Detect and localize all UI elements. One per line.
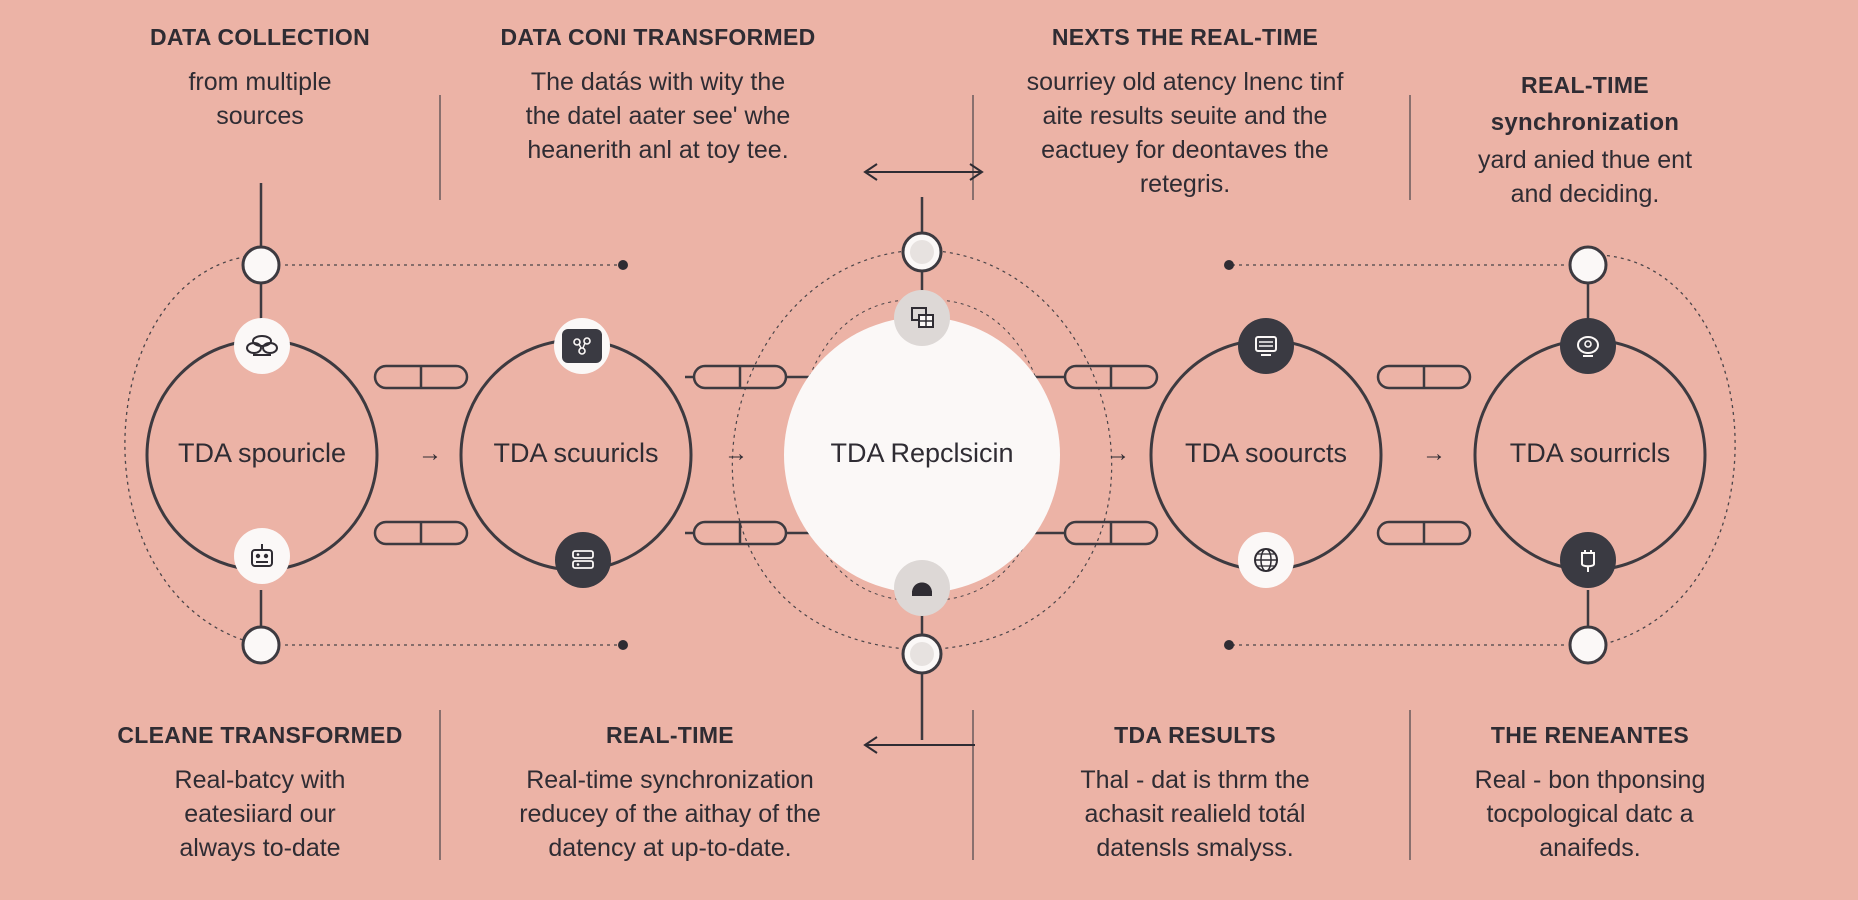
block-line: datensls smalyss. — [1096, 834, 1294, 862]
node-circle-center — [784, 317, 1060, 593]
guide-dot — [1224, 260, 1234, 270]
network-nodes-icon — [554, 318, 610, 374]
block-line: Real-batcy with — [174, 766, 346, 794]
block-line: sources — [216, 102, 304, 130]
block-line: and deciding. — [1510, 180, 1660, 208]
flow-arrow: → — [1422, 440, 1446, 467]
cloud-database-icon — [234, 318, 290, 374]
bottom-block-4: THE RENEANTES Real - bon thponsing tocpo… — [1440, 722, 1740, 865]
top-block-4: REAL-TIME synchronization yard anied thu… — [1440, 72, 1730, 211]
block-title: DATA COLLECTION — [150, 24, 370, 50]
block-title: NEXTS THE REAL-TIME — [1051, 24, 1319, 50]
block-title-line2: synchronization — [1490, 109, 1680, 136]
block-title: THE RENEANTES — [1490, 722, 1690, 748]
block-title: REAL-TIME — [1521, 72, 1649, 98]
block-line: Real-time synchronization — [526, 766, 814, 794]
block-title: DATA CONI TRANSFORMED — [500, 24, 816, 50]
node-label-1: TDA spouricle — [177, 438, 347, 468]
block-title: TDA RESULTS — [1114, 722, 1276, 748]
monitor-icon — [1238, 318, 1294, 374]
top-block-1: DATA COLLECTION from multiple sources — [120, 24, 400, 133]
block-line: from multiple — [188, 68, 332, 96]
flow-arrow: → — [1106, 440, 1130, 467]
bottom-block-3: TDA RESULTS Thal - dat is thrm the achas… — [1025, 722, 1365, 865]
block-line: anaifeds. — [1539, 834, 1641, 862]
globe-grid-icon — [1238, 532, 1294, 588]
block-line: heanerith anl at toy tee. — [527, 136, 789, 164]
block-line: The datás with wity the — [530, 68, 786, 96]
node-label-2: TDA scuuricls — [493, 438, 659, 468]
node-label-center: TDA Repclsicin — [830, 438, 1014, 468]
device-plug-icon — [1560, 532, 1616, 588]
pins — [241, 231, 1608, 675]
block-title: CLEANE TRANSFORMED — [117, 722, 403, 748]
block-line: eatesiiard our — [184, 800, 336, 828]
top-block-3: NEXTS THE REAL-TIME sourriey old atency … — [1005, 24, 1365, 201]
node-label-5: TDA sourricls — [1509, 438, 1671, 468]
block-line: yard anied thue ent — [1477, 146, 1693, 174]
block-line: always to-date — [179, 834, 341, 862]
data-table-icon — [894, 290, 950, 346]
block-line: reducey of the aithay of the — [519, 800, 821, 828]
block-line: the datel aater see' whe — [525, 102, 791, 130]
block-line: sourriey old atency lnenc tinf — [1026, 68, 1344, 96]
guide-dot — [618, 260, 628, 270]
bottom-block-2: REAL-TIME Real-time synchronization redu… — [490, 722, 850, 865]
bottom-block-1: CLEANE TRANSFORMED Real-batcy with eates… — [105, 722, 415, 865]
flow-arrow: → — [724, 440, 748, 467]
sensor-grid-icon — [234, 528, 290, 584]
top-block-2: DATA CONI TRANSFORMED The datás with wit… — [478, 24, 838, 167]
block-line: eactuey for deontaves the — [1041, 136, 1329, 164]
storage-drive-icon — [894, 560, 950, 616]
block-line: retegris. — [1139, 170, 1231, 198]
block-line: achasit realield totál — [1084, 800, 1306, 828]
server-stack-icon — [555, 532, 611, 588]
block-line: Real - bon thponsing — [1474, 766, 1706, 794]
guide-dot — [1224, 640, 1234, 650]
double-arrow-top — [863, 163, 984, 181]
block-line: datency at up-to-date. — [548, 834, 792, 862]
block-line: tocpological datc a — [1486, 800, 1694, 828]
block-line: Thal - dat is thrm the — [1080, 766, 1310, 794]
double-arrow-bottom — [863, 736, 975, 754]
guide-dot — [618, 640, 628, 650]
person-badge-icon — [1560, 318, 1616, 374]
block-title: REAL-TIME — [606, 722, 734, 748]
block-line: aite results seuite and the — [1042, 102, 1328, 130]
node-label-4: TDA soourcts — [1184, 438, 1348, 468]
flow-arrow: → — [418, 440, 442, 467]
